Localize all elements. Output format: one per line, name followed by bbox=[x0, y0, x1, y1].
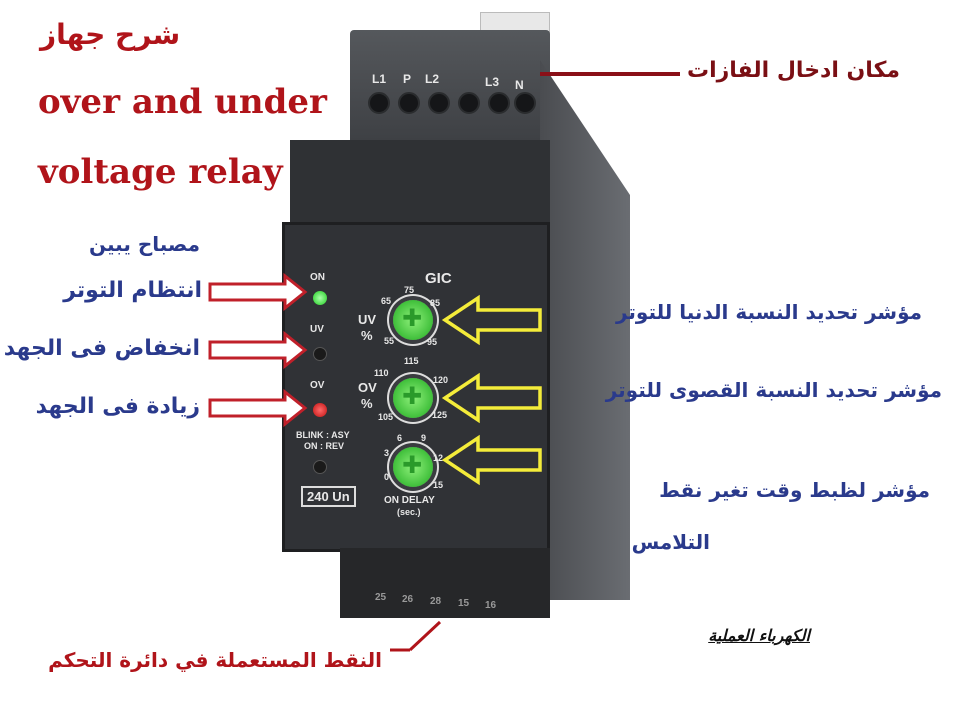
terminal-label: L2 bbox=[425, 72, 440, 86]
status-led bbox=[313, 460, 327, 474]
scale-label: 9 bbox=[421, 433, 427, 443]
terminal-label: 26 bbox=[402, 594, 414, 605]
terminal-label: L3 bbox=[485, 75, 500, 89]
terminal-screw bbox=[514, 92, 536, 114]
yellow-arrow bbox=[441, 434, 542, 486]
yellow-arrow bbox=[441, 372, 542, 424]
terminal-label: 15 bbox=[458, 598, 470, 609]
credit-label: الكهرباء العملية bbox=[708, 626, 810, 645]
terminal-label: 25 bbox=[375, 592, 387, 603]
on-lamp-annotation: مصباح يبين bbox=[89, 232, 200, 256]
blink-label: ON : REV bbox=[304, 441, 345, 451]
scale-label: 65 bbox=[381, 296, 392, 306]
scale-label: 15 bbox=[433, 480, 444, 490]
phases-input-annotation: مكان ادخال الفازات bbox=[686, 58, 900, 83]
rating-label: 240 Un bbox=[301, 486, 356, 507]
uv-setting-annotation: مؤشر تحديد النسبة الدنيا للتوتر bbox=[615, 300, 922, 324]
on-lamp-annotation: انتظام التوتر bbox=[63, 278, 202, 303]
red-arrow bbox=[208, 388, 308, 428]
terminal-screw bbox=[398, 92, 420, 114]
delay-setting-annotation: مؤشر لظبط وقت تغير نقط bbox=[659, 478, 930, 502]
brand-label: GIC bbox=[425, 270, 452, 287]
title-line1: over and under bbox=[38, 82, 327, 122]
scale-label: 75 bbox=[404, 285, 415, 295]
terminal-label: 28 bbox=[430, 596, 442, 607]
terminal-screw bbox=[488, 92, 510, 114]
undervoltage-annotation: انخفاض فى الجهد bbox=[3, 336, 200, 361]
terminal-screw bbox=[368, 92, 390, 114]
scale-label: 120 bbox=[433, 375, 449, 385]
scale-label: 110 bbox=[374, 368, 389, 378]
led-ov-label: OV bbox=[310, 380, 325, 391]
title-line2: voltage relay bbox=[38, 152, 283, 192]
terminal-screw bbox=[428, 92, 450, 114]
red-arrow bbox=[208, 330, 308, 370]
ov-knob[interactable] bbox=[393, 378, 433, 418]
scale-label: 3 bbox=[384, 448, 390, 458]
scale-label: 95 bbox=[427, 337, 438, 347]
yellow-arrow bbox=[441, 294, 542, 346]
terminal-label: N bbox=[515, 78, 524, 92]
terminal-label: L1 bbox=[372, 72, 387, 86]
on-led bbox=[313, 291, 327, 305]
uv-knob[interactable] bbox=[393, 300, 433, 340]
terminal-screw bbox=[458, 92, 480, 114]
scale-label: 85 bbox=[430, 298, 441, 308]
blink-label: BLINK : ASY bbox=[296, 430, 350, 440]
scale-label: 55 bbox=[384, 336, 395, 346]
pointer-line bbox=[408, 620, 442, 652]
terminal-label: 16 bbox=[485, 600, 497, 611]
terminal-label: P bbox=[403, 72, 412, 86]
device-shoulder bbox=[290, 140, 550, 230]
uv-knob-unit: % bbox=[361, 328, 373, 343]
control-points-annotation: النقط المستعملة في دائرة التحكم bbox=[48, 648, 382, 672]
title-arabic: شرح جهاز bbox=[40, 18, 181, 51]
red-arrow bbox=[208, 272, 308, 312]
scale-label: 0 bbox=[384, 472, 390, 482]
scale-label: 12 bbox=[433, 453, 444, 463]
ov-led bbox=[313, 403, 327, 417]
ov-knob-label: OV bbox=[358, 380, 377, 395]
scale-label: 6 bbox=[397, 433, 403, 443]
ov-knob-unit: % bbox=[361, 396, 373, 411]
uv-knob-label: UV bbox=[358, 312, 377, 327]
overvoltage-annotation: زيادة فى الجهد bbox=[35, 394, 200, 419]
device-bottom bbox=[340, 548, 550, 618]
ov-setting-annotation: مؤشر تحديد النسبة القصوى للتوتر bbox=[605, 378, 942, 402]
scale-label: 125 bbox=[432, 410, 448, 420]
uv-led bbox=[313, 347, 327, 361]
delay-knob-label: ON DELAY bbox=[384, 495, 435, 506]
scale-label: 115 bbox=[404, 356, 419, 366]
delay-setting-annotation: التلامس bbox=[631, 530, 710, 554]
delay-knob-unit: (sec.) bbox=[397, 507, 421, 517]
delay-knob[interactable] bbox=[393, 447, 433, 487]
scale-label: 105 bbox=[378, 412, 394, 422]
led-uv-label: UV bbox=[310, 324, 324, 335]
led-on-label: ON bbox=[310, 272, 325, 283]
